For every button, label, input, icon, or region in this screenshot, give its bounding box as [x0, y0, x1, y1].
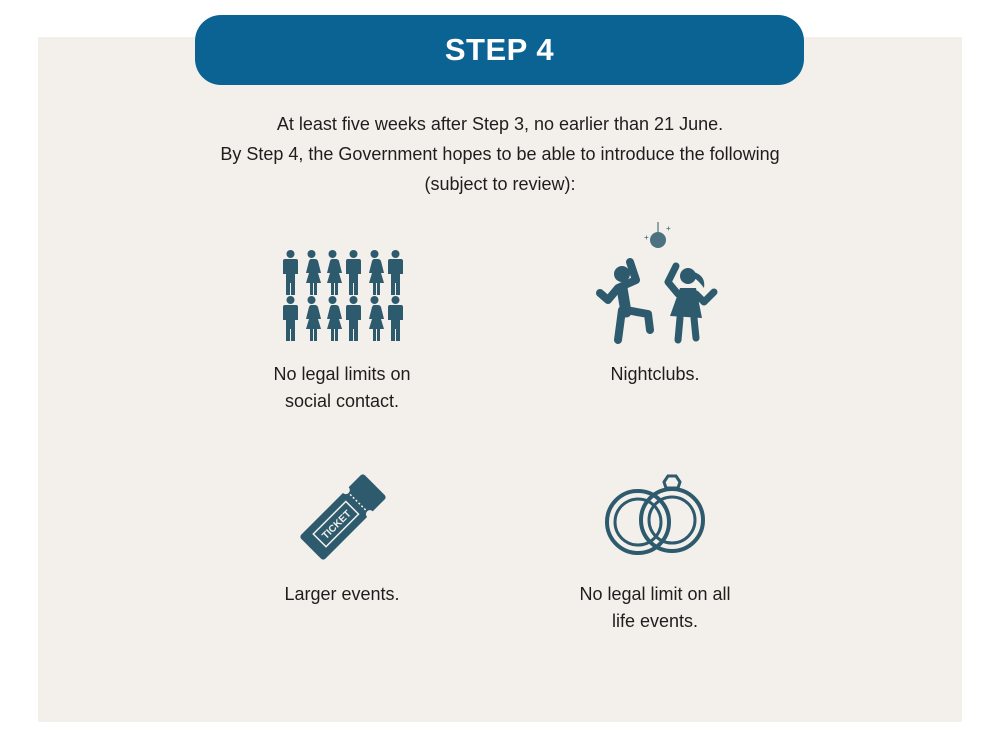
man-figure-icon [388, 250, 403, 295]
man-figure-icon [283, 250, 298, 295]
item-label-nightclubs: Nightclubs. [525, 361, 785, 388]
intro-text: At least five weeks after Step 3, no ear… [100, 109, 900, 199]
label-line: social contact. [284, 391, 400, 411]
intro-line: At least five weeks after Step 3, no ear… [276, 114, 724, 134]
woman-figure-icon [306, 250, 321, 295]
step-title: STEP 4 [444, 32, 555, 67]
woman-figure-icon [327, 296, 342, 341]
intro-line: By Step 4, the Government hopes to be ab… [220, 144, 780, 164]
man-figure-icon [283, 296, 298, 341]
intro-line: (subject to review): [424, 174, 576, 194]
man-figure-icon [346, 296, 361, 341]
woman-figure-icon [327, 250, 342, 295]
label-line: No legal limits on [273, 364, 411, 384]
item-label-life-events: No legal limit on all life events. [525, 581, 785, 635]
svg-text:+: + [644, 233, 649, 242]
svg-text:+: + [666, 224, 671, 233]
ticket-icon: TICKET [300, 474, 386, 560]
item-label-social-contact: No legal limits on social contact. [212, 361, 472, 415]
item-label-larger-events: Larger events. [212, 581, 472, 608]
step-panel [38, 37, 962, 722]
dancing-woman-icon [664, 262, 718, 344]
label-line: Larger events. [284, 584, 400, 604]
disco-ball-icon: + + [644, 222, 671, 248]
dancing-disco-icon: + + [596, 222, 718, 344]
woman-figure-icon [369, 250, 384, 295]
man-figure-icon [346, 250, 361, 295]
dancing-man-icon [596, 258, 654, 344]
people-group-icon [283, 250, 403, 341]
step-header: STEP 4 [195, 15, 804, 85]
woman-figure-icon [369, 296, 384, 341]
man-figure-icon [388, 296, 403, 341]
wedding-rings-icon [605, 474, 705, 555]
label-line: No legal limit on all [579, 584, 731, 604]
label-line: life events. [611, 611, 699, 631]
label-line: Nightclubs. [610, 364, 700, 384]
woman-figure-icon [306, 296, 321, 341]
